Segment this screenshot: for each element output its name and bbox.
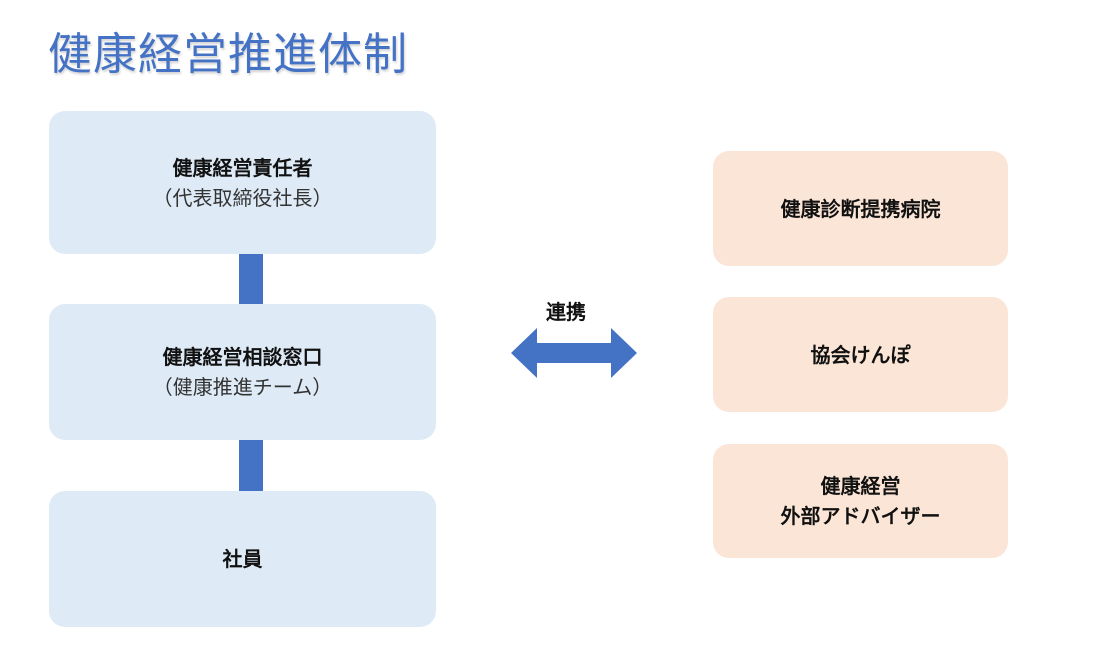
hospital-box: 健康診断提携病院 [713,151,1008,266]
responsible-title: 健康経営責任者 [172,155,313,180]
kyokai-box: 協会けんぽ [713,297,1008,412]
contact-subtitle: （健康推進チーム） [152,375,333,399]
responsible-subtitle: （代表取締役社長） [152,185,333,210]
kyokai-label: 協会けんぽ [810,342,911,367]
hospital-label: 健康診断提携病院 [780,196,941,221]
employees-title: 社員 [222,547,263,571]
link-label: 連携 [546,300,586,324]
advisor-box: 健康経営 外部アドバイザー [713,444,1008,558]
advisor-label-line1: 健康経営 [820,474,901,498]
page-title: 健康経営推進体制 [48,29,408,80]
advisor-label-line2: 外部アドバイザー [780,504,941,528]
contact-title: 健康経営相談窓口 [162,345,323,369]
employees-box: 社員 [49,491,436,627]
connector-bottom [239,440,263,491]
responsible-box: 健康経営責任者 （代表取締役社長） [49,111,436,254]
connector-top [239,254,263,304]
contact-box: 健康経営相談窓口 （健康推進チーム） [49,304,436,440]
double-arrow-icon [511,328,637,378]
